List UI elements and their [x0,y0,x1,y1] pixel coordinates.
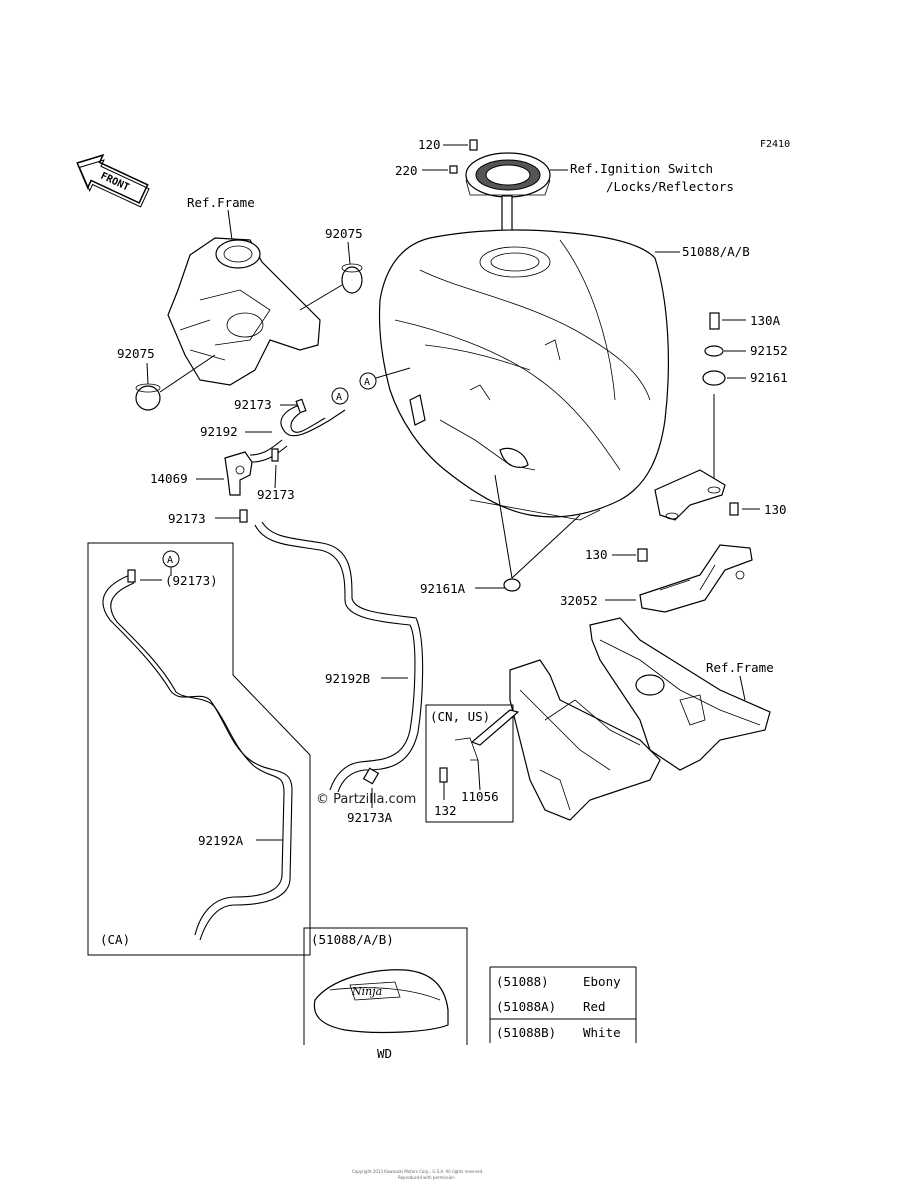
callout-132: 132 [434,803,457,818]
callout-92075-left: 92075 [117,346,155,361]
callout-92152: 92152 [750,343,788,358]
diagram-id: F2410 [760,139,790,150]
ref-ignition-line1: Ref.Ignition Switch [570,161,713,176]
circle-marker-a2: A [359,372,377,390]
callout-11056: 11056 [461,789,499,804]
frame-head-part [167,237,321,386]
footer-line2: Reproduced with permission [398,1175,455,1180]
front-arrow: FRONT [76,153,150,208]
color-table: (51088) Ebony (51088A) Red (51088B) Whit… [489,966,637,1043]
svg-text:A: A [364,377,370,388]
color-row: (51088) Ebony [496,974,621,989]
bracket-32052 [639,544,753,613]
callout-92161: 92161 [750,370,788,385]
color-row-color: White [583,1025,621,1040]
ref-frame-label-right: Ref.Frame [706,660,774,675]
callout-130-right: 130 [764,502,787,517]
tank-rear-mount [654,469,726,521]
color-row: (51088B) White [496,1025,621,1040]
callout-51088: 51088/A/B [682,244,750,259]
color-row-color: Ebony [583,974,621,989]
color-row-part: (51088B) [496,1025,556,1040]
wd-header: (51088/A/B) [311,932,394,947]
callout-92173-paren: (92173) [165,573,218,588]
hose-92192B [254,521,424,793]
circle-marker-a1: A [331,387,349,405]
wd-variant-box: (51088/A/B) Ninja WD [303,927,468,1061]
callout-92075-top: 92075 [325,226,363,241]
callout-92192B: 92192B [325,671,370,686]
footer-line1: Copyright 2013 Kawasaki Motors Corp., U.… [352,1169,483,1174]
fitting-14069 [224,451,253,523]
fuel-tank [378,229,669,521]
callout-92173-c: 92173 [168,511,206,526]
watermark: © Partzilla.com [316,792,416,807]
cn-us-label: (CN, US) [430,709,490,724]
hose-92192 [249,398,346,463]
lower-frame-part [509,617,771,821]
callout-92173-a: 92173 [234,397,272,412]
damper-92075-top [341,263,363,294]
callout-120: 120 [418,137,441,152]
wd-label: WD [377,1046,392,1061]
color-row: (51088A) Red [496,999,606,1014]
circle-marker-a3: A [162,550,180,568]
cn-us-variant-box: (CN, US) [425,704,520,823]
color-row-color: Red [583,999,606,1014]
svg-text:A: A [167,555,173,566]
damper-92075-left [135,383,161,411]
ca-label: (CA) [100,932,130,947]
callout-220: 220 [395,163,418,178]
ca-variant-box: (CA) A (92173) [87,542,311,956]
color-row-part: (51088A) [496,999,556,1014]
color-row-part: (51088) [496,974,549,989]
callout-92192A: 92192A [198,833,244,848]
callout-92173-b: 92173 [257,487,295,502]
callout-32052: 32052 [560,593,598,608]
callout-92173A: 92173A [347,810,393,825]
ref-ignition-line2: /Locks/Reflectors [606,179,734,194]
svg-text:A: A [336,392,342,403]
callout-130A: 130A [750,313,781,328]
callout-14069: 14069 [150,471,188,486]
ref-frame-label-left: Ref.Frame [187,195,255,210]
fuel-cap [465,152,551,237]
callout-92161A: 92161A [420,581,466,596]
tank-logo: Ninja [351,985,382,998]
callout-92192: 92192 [200,424,238,439]
callout-130-mid: 130 [585,547,608,562]
